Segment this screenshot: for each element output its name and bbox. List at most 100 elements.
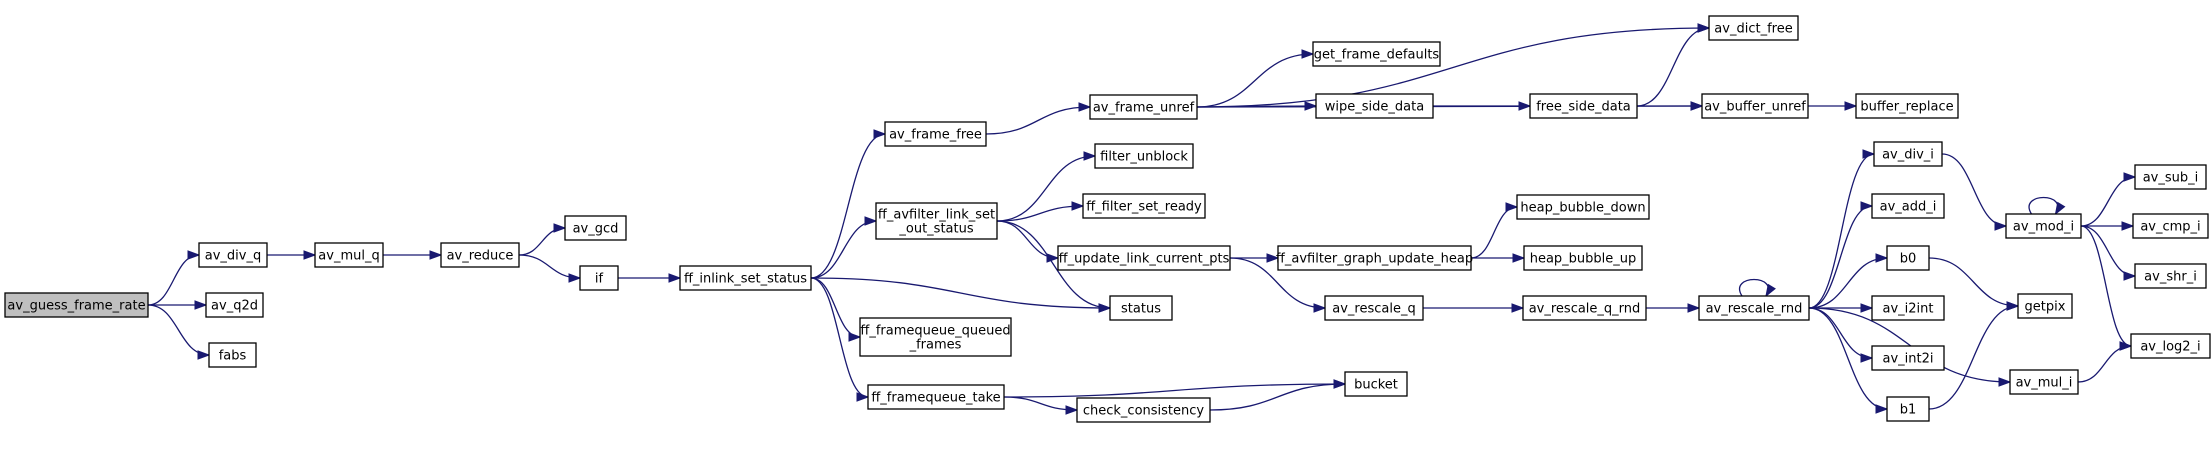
arrowhead-av_div_i-to-av_mod_i [1994,221,2008,231]
node-label: ff_framequeue_queued [860,324,1010,339]
arrowhead-av_buffer_unref-to-buffer_replace [1844,101,1858,111]
node-status[interactable]: status [1109,295,1173,321]
node-av-div-i[interactable]: av_div_i [1873,141,1943,167]
node-av-shr-i[interactable]: av_shr_i [2134,263,2207,289]
node-getpix[interactable]: getpix [2017,293,2073,319]
node-ff-inlink-set-status[interactable]: ff_inlink_set_status [679,265,812,291]
call-edges [147,23,2137,415]
edge-ff_inlink_set_status-to-status [810,277,1111,309]
edge-ff_inlink_set_status-to-ff_avfilter_link_set_out_status [810,220,877,279]
node-label: av_guess_frame_rate [7,299,145,314]
edge-av_rescale_rnd-to-b1 [1808,307,1888,410]
edge-ff_inlink_set_status-to-ff_framequeue_take [810,277,869,398]
node-bucket[interactable]: bucket [1344,371,1408,397]
node-label: av_mul_i [2016,376,2073,391]
node-ff-framequeue-queued-frames[interactable]: ff_framequeue_queued_frames [859,317,1012,357]
arrowhead-av_rescale_q_rnd-to-av_rescale_rnd [1687,303,1701,313]
arrowhead-av_rescale_rnd-to-av_mul_i [1998,377,2012,387]
node-av-q2d[interactable]: av_q2d [205,292,264,318]
node-ff-update-link-current-pts[interactable]: ff_update_link_current_pts [1057,245,1231,271]
node-av-gcd[interactable]: av_gcd [564,215,627,241]
node-ff-avfilter-link-set-out-status[interactable]: ff_avfilter_link_set_out_status [875,202,998,240]
node-box [859,317,1012,357]
node-av-cmp-i[interactable]: av_cmp_i [2132,213,2209,239]
node-if[interactable]: if [579,265,619,291]
node-av-div-q[interactable]: av_div_q [198,242,268,268]
node-av-i2int[interactable]: av_i2int [1871,295,1945,321]
node-heap-bubble-down[interactable]: heap_bubble_down [1516,194,1650,220]
node-ff-framequeue-take[interactable]: ff_framequeue_take [867,384,1005,410]
node-av-mul-q[interactable]: av_mul_q [314,242,384,268]
node-label: heap_bubble_up [1530,252,1637,267]
node-label: av_int2i [1883,352,1934,367]
node-box [1312,41,1441,67]
node-label: fabs [219,349,247,364]
arrowhead-av_reduce-to-av_gcd [553,223,567,233]
node-ff-avfilter-graph-update-heap[interactable]: ff_avfilter_graph_update_heap [1276,245,1473,271]
node-label: b0 [1900,252,1917,267]
node-label: av_cmp_i [2140,220,2200,235]
node-check-consistency[interactable]: check_consistency [1076,397,1211,423]
node-wipe-side-data[interactable]: wipe_side_data [1315,93,1434,119]
arrowhead-av_rescale_rnd-to-b0 [1875,253,1889,263]
node-av-guess-frame-rate[interactable]: av_guess_frame_rate [4,292,149,318]
node-av-mod-i[interactable]: av_mod_i [2005,213,2082,239]
node-av-dict-free[interactable]: av_dict_free [1708,15,1799,41]
node-label: av_reduce [447,249,514,264]
edge-ff_avfilter_link_set_out_status-to-ff_filter_set_ready [996,205,1084,222]
node-av-frame-free[interactable]: av_frame_free [884,121,987,147]
node-av-rescale-q[interactable]: av_rescale_q [1324,295,1424,321]
node-av-rescale-rnd[interactable]: av_rescale_rnd [1698,295,1810,321]
node-label: _frames [909,338,962,353]
node-av-rescale-q-rnd[interactable]: av_rescale_q_rnd [1522,295,1647,321]
node-box [1089,94,1198,120]
node-label: bucket [1354,378,1398,393]
node-label: ff_inlink_set_status [684,272,807,287]
node-box [564,215,627,241]
node-fabs[interactable]: fabs [208,342,257,368]
node-buffer-replace[interactable]: buffer_replace [1855,93,1959,119]
node-label: av_i2int [1883,302,1934,317]
node-av-log2-i[interactable]: av_log2_i [2130,333,2211,359]
edge-check_consistency-to-bucket [1209,383,1346,411]
node-box [1871,193,1945,219]
node-filter-unblock[interactable]: filter_unblock [1094,143,1194,169]
node-box [1344,371,1408,397]
node-b1[interactable]: b1 [1886,396,1930,422]
node-box [875,202,998,240]
node-label: av_frame_unref [1093,101,1195,116]
edge-av_rescale_rnd-to-av_int2i [1808,307,1873,359]
edge-av_rescale_rnd-to-av_mul_i [1808,307,2011,383]
node-av-reduce[interactable]: av_reduce [440,242,520,268]
node-label: wipe_side_data [1325,100,1424,115]
node-b0[interactable]: b0 [1886,245,1930,271]
node-label: get_frame_defaults [1314,48,1440,63]
node-label: av_div_q [205,249,261,264]
node-box [2134,164,2207,190]
node-box [1516,194,1650,220]
node-label: ff_filter_set_ready [1086,200,1202,215]
arrowhead-ff_avfilter_link_set_out_status-to-status [1098,303,1112,313]
node-box [1873,141,1943,167]
node-box [1886,245,1930,271]
arrowhead-free_side_data-to-av_dict_free [1697,23,1711,33]
node-label: ff_avfilter_graph_update_heap [1276,252,1473,267]
node-av-buffer-unref[interactable]: av_buffer_unref [1701,93,1809,119]
arrowhead-wipe_side_data-to-free_side_data [1518,101,1532,111]
node-av-frame-unref[interactable]: av_frame_unref [1089,94,1198,120]
node-av-add-i[interactable]: av_add_i [1871,193,1945,219]
arrowhead-av_frame_free-to-av_frame_unref [1078,102,1092,112]
node-get-frame-defaults[interactable]: get_frame_defaults [1312,41,1441,67]
node-heap-bubble-up[interactable]: heap_bubble_up [1523,245,1643,271]
node-ff-filter-set-ready[interactable]: ff_filter_set_ready [1082,193,1206,219]
arrowhead-av_rescale_rnd-to-av_add_i [1860,201,1874,211]
node-box [2132,213,2209,239]
arrowhead-check_consistency-to-bucket [1333,379,1347,389]
node-box [1522,295,1647,321]
node-av-mul-i[interactable]: av_mul_i [2009,369,2079,395]
node-av-sub-i[interactable]: av_sub_i [2134,164,2207,190]
node-free-side-data[interactable]: free_side_data [1529,93,1638,119]
node-av-int2i[interactable]: av_int2i [1871,345,1945,371]
arrowhead-free_side_data-to-av_buffer_unref [1690,101,1704,111]
